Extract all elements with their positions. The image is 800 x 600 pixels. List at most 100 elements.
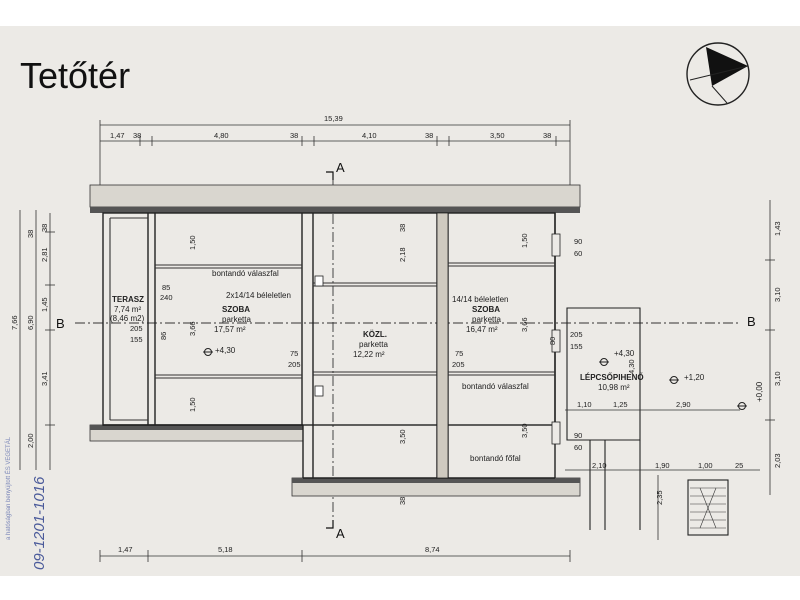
main-wall-hatched [436,212,449,479]
dim-szoba1-366: 3,66 [188,321,197,336]
dim-szoba2-350: 3,50 [520,423,529,438]
dim-window-90-a: 90 [574,237,582,246]
dim-75-b: 75 [455,349,463,358]
right-dim-2: 3,10 [773,287,782,302]
left-dim-2: 2,81 [40,247,49,262]
right-dim-4: 2,03 [773,453,782,468]
chimney-block [314,275,324,397]
dim-szoba2-150: 1,50 [520,233,529,248]
right-dim-1: 1,43 [773,221,782,236]
room-terasz-alt: (8,46 m2) [110,314,145,323]
section-lines [75,178,740,528]
level-marker-icon [737,402,747,410]
dim-window-80: 80 [548,337,557,345]
top-dim-7: 3,50 [490,131,505,140]
room-szoba1-area: 17,57 m² [214,325,246,334]
room-szoba1-name: SZOBA [222,305,250,314]
dim-szoba1-150-bottom: 1,50 [188,397,197,412]
north-arrow-icon [686,42,750,106]
note-bontando-fofal: bontandó főfal [470,454,521,463]
room-szoba1: SZOBA parketta 17,57 m² [214,305,251,334]
dim-kozl-38: 38 [398,224,407,232]
note-beleletlen-1x: 14/14 béleletlen [452,295,509,304]
stair-dim-8: 2,35 [655,490,664,505]
stair-dim-3: 2,90 [676,400,691,409]
level-marker-icon [203,348,213,356]
stair-dim-5: 1,90 [655,461,670,470]
bottom-dim-1: 1,47 [118,545,133,554]
room-lepcso-name: LÉPCSŐPIHENŐ [580,373,644,382]
stair-dim-4: 2,10 [592,461,607,470]
dim-86: 86 [159,332,168,340]
section-b-right: B [747,314,756,329]
dim-window-60-a: 60 [574,249,582,258]
room-lepcso-area: 10,98 m² [598,383,630,392]
stair-dim-7: 25 [735,461,743,470]
stair-landing [566,307,729,536]
note-bontando-valaszfal-2: bontandó válaszfal [462,382,529,391]
dim-szoba2-366: 3,66 [520,317,529,332]
level-3: +1,20 [684,373,705,382]
section-a-bottom: A [336,526,345,541]
dim-240: 240 [160,293,173,302]
stamp-text: a hatóságban benyújtott ÉS VEGETÁL [5,436,12,540]
note-beleletlen-2x: 2x14/14 béleletlen [226,291,291,300]
section-b-left: B [56,316,65,331]
dim-205-a: 205 [288,360,301,369]
bottom-dim-3: 8,74 [425,545,440,554]
top-dim-1: 1,47 [110,131,125,140]
bottom-dimension-lines [99,550,571,562]
top-dim-4: 38 [290,131,298,140]
top-dim-2: 38 [133,131,141,140]
top-total-dim: 15,39 [324,114,343,123]
level-marker-icon [599,358,609,366]
stair-dim-1: 1,10 [577,400,592,409]
handwritten-reference: 09-1201-1016 [31,476,48,570]
dim-kozl-38-bottom: 38 [398,497,407,505]
dim-kozl-350: 3,50 [398,429,407,444]
left-dim-6: 38 [26,230,35,238]
room-kozl-area: 12,22 m² [353,350,385,359]
left-dim-5: 2,00 [26,433,35,448]
dim-szoba1-150-top: 1,50 [188,235,197,250]
plan-title: Tetőtér [20,55,130,96]
stair-dim-2: 1,25 [613,400,628,409]
dim-85: 85 [162,283,170,292]
left-dim-4: 3,41 [40,371,49,386]
top-dimension-lines [99,120,571,200]
room-terasz-name: TERASZ [112,295,144,304]
right-dim-3: 3,10 [773,371,782,386]
right-windows [551,233,561,445]
room-szoba2-floor: parketta [472,315,501,324]
stair-dim-6: 1,00 [698,461,713,470]
dim-75-a: 75 [290,349,298,358]
left-dimension-lines [19,210,55,470]
dim-205-b: 205 [452,360,465,369]
room-terasz-area: 7,74 m² [114,305,141,314]
section-a-top: A [336,160,345,175]
room-szoba2-name: SZOBA [472,305,500,314]
room-szoba2: SZOBA parketta 16,47 m² [466,305,501,334]
level-2: +4,30 [614,349,635,358]
top-dim-3: 4,80 [214,131,229,140]
dim-kozl-218: 2,18 [398,247,407,262]
top-dim-6: 38 [425,131,433,140]
level-marker-icon [669,376,679,384]
left-outer-dim: 7,66 [10,315,19,330]
dim-terasz-205: 205 [130,324,143,333]
room-kozl: KÖZL. parketta 12,22 m² [353,330,388,359]
room-kozl-name: KÖZL. [363,330,387,339]
room-lepcsopiheno: LÉPCSŐPIHENŐ 10,98 m² [580,373,644,392]
bottom-dim-2: 5,18 [218,545,233,554]
inner-partitions [109,217,555,421]
stair-dimension-lines [565,409,760,540]
level-4: +0,00 [755,381,764,402]
left-dim-3: 1,45 [40,297,49,312]
top-dim-5: 4,10 [362,131,377,140]
left-dim-1: 38 [40,224,49,232]
room-kozl-floor: parketta [359,340,388,349]
room-szoba2-area: 16,47 m² [466,325,498,334]
left-mid-dim: 6,90 [26,315,35,330]
